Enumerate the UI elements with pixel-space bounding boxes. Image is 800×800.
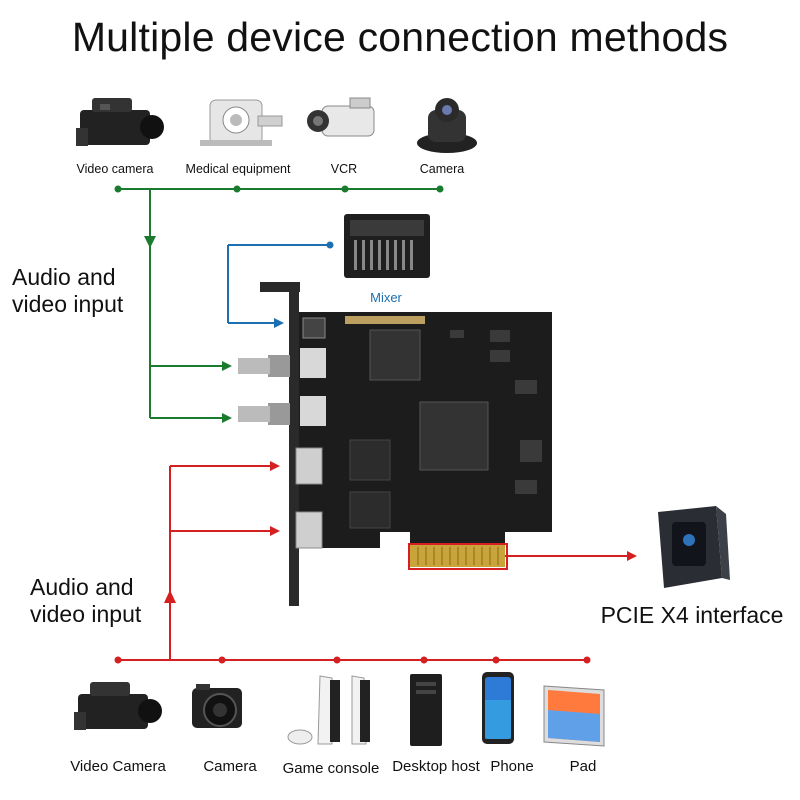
top-device-label-camera: Camera [419, 162, 465, 176]
mirrorless-camera-icon [192, 684, 242, 728]
medical-equipment-icon [200, 99, 283, 146]
audio-mixer-icon [344, 214, 430, 278]
bottom-device-label-camera: Camera [203, 758, 257, 775]
bottom-device-label-desktop-host: Desktop host [392, 758, 480, 775]
bottom-device-label-game-console: Game console [282, 760, 380, 777]
top-device-label-medical-equipment: Medical equipment [185, 162, 291, 176]
input-label-bottom-line1: Audio and [30, 574, 134, 600]
green-signal-lines [118, 188, 440, 423]
green-bus-nodes [114, 185, 444, 193]
top-device-label-video-camera: Video camera [76, 162, 154, 176]
tablet-icon [543, 685, 605, 747]
bottom-device-label-pad: Pad [569, 758, 597, 775]
bnc-connector [238, 348, 326, 378]
hdmi-connector [295, 511, 323, 549]
mixer-label: Mixer [370, 290, 402, 305]
input-label-top-line1: Audio and [12, 264, 116, 290]
bnc-connector [238, 396, 326, 426]
bottom-device-label-phone: Phone [490, 758, 534, 775]
hdmi-connector [295, 447, 323, 485]
desktop-pc-icon [658, 506, 730, 588]
input-label-bottom-line2: video input [30, 601, 142, 627]
pcie-interface-label: PCIE X4 interface [600, 602, 784, 628]
top-device-label-vcr: VCR [330, 162, 358, 176]
desktop-tower-icon [410, 674, 442, 746]
bottom-device-label-video-camera: Video Camera [70, 758, 166, 775]
red-bus-nodes [114, 656, 591, 664]
red-signal-lines [118, 461, 637, 661]
page-title: Multiple device connection methods [71, 14, 729, 60]
camcorder-icon [307, 97, 375, 137]
blue-signal-line [227, 244, 330, 328]
pcie-highlight [408, 543, 508, 570]
video-camera-icon [74, 682, 162, 730]
ptz-camera-icon [417, 98, 477, 153]
smartphone-icon [482, 672, 514, 744]
capture-card [238, 282, 552, 606]
game-console-icon [287, 675, 370, 745]
video-camera-icon [76, 98, 164, 146]
input-label-top-line2: video input [12, 291, 124, 317]
